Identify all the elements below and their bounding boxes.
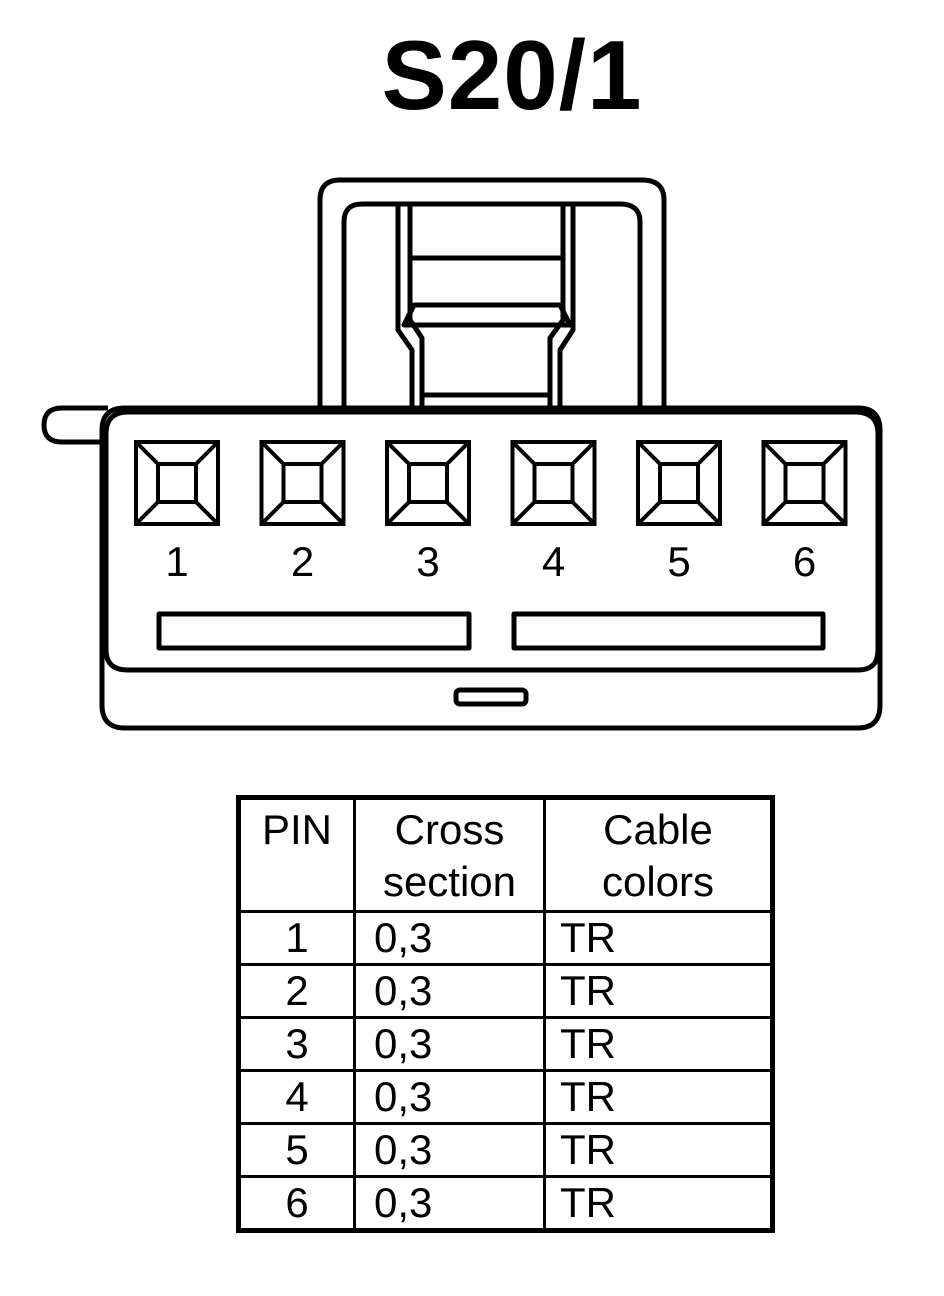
table-row: 4 0,3 TR: [237, 1069, 774, 1125]
slot-right: [511, 611, 826, 651]
header-color-line1: Cable: [603, 806, 713, 853]
cell-cross-section: 0,3: [353, 1069, 546, 1125]
table-row: 5 0,3 TR: [237, 1122, 774, 1178]
header-cross-line1: Cross: [394, 806, 505, 853]
pin-number-2: 2: [291, 538, 314, 585]
cell-cross-section: 0,3: [353, 1016, 546, 1072]
latch-spring: [395, 206, 576, 408]
pin-number-5: 5: [667, 538, 690, 585]
pin-number-6: 6: [793, 538, 816, 585]
header-pin: PIN: [237, 796, 356, 913]
cell-cable-color: TR: [543, 963, 774, 1019]
cell-pin: 4: [237, 1069, 356, 1125]
header-color-line2: colors: [601, 858, 715, 905]
housing-body: [99, 405, 883, 731]
latch-inner: [341, 201, 643, 408]
housing-face: [103, 409, 881, 673]
pin-cavity-3: [385, 440, 471, 526]
cell-pin: 3: [237, 1016, 356, 1072]
cell-cable-color: TR: [543, 1016, 774, 1072]
table-row: 6 0,3 TR: [237, 1175, 774, 1232]
table-row: 1 0,3 TR: [237, 910, 774, 966]
cell-pin: 5: [237, 1122, 356, 1178]
latch-outer: [317, 177, 667, 408]
table-row: 3 0,3 TR: [237, 1016, 774, 1072]
cell-cross-section: 0,3: [353, 910, 546, 966]
pin-number-4: 4: [542, 538, 565, 585]
pin-cavity-2: [259, 440, 346, 526]
cell-pin: 2: [237, 963, 356, 1019]
pin-table: PIN Cross section Cable colors 1 0,3 TR …: [236, 795, 775, 1233]
side-tab: [41, 405, 108, 445]
cell-cable-color: TR: [543, 910, 774, 966]
cell-pin: 1: [237, 910, 356, 966]
bottom-notch: [453, 687, 529, 707]
pin-number-1: 1: [165, 538, 188, 585]
slot-left: [156, 611, 472, 651]
table-row: 2 0,3 TR: [237, 963, 774, 1019]
pin-cavity-5: [636, 440, 722, 526]
connector-title: S20/1: [381, 20, 643, 130]
table-header-row: PIN Cross section Cable colors: [237, 796, 774, 913]
cell-cross-section: 0,3: [353, 963, 546, 1019]
pin-number-3: 3: [416, 538, 439, 585]
header-cable-colors: Cable colors: [543, 796, 774, 913]
cell-cable-color: TR: [543, 1175, 774, 1232]
cell-cable-color: TR: [543, 1122, 774, 1178]
connector-drawing: 1 2 3 4 5 6: [41, 177, 883, 731]
header-cross-line2: section: [382, 858, 517, 905]
cell-pin: 6: [237, 1175, 356, 1232]
cell-cross-section: 0,3: [353, 1122, 546, 1178]
cell-cable-color: TR: [543, 1069, 774, 1125]
pin-cavity-4: [510, 440, 597, 526]
cell-cross-section: 0,3: [353, 1175, 546, 1232]
pin-cavity-1: [134, 440, 220, 526]
pin-cavity-6: [761, 440, 848, 526]
header-cross-section: Cross section: [353, 796, 546, 913]
